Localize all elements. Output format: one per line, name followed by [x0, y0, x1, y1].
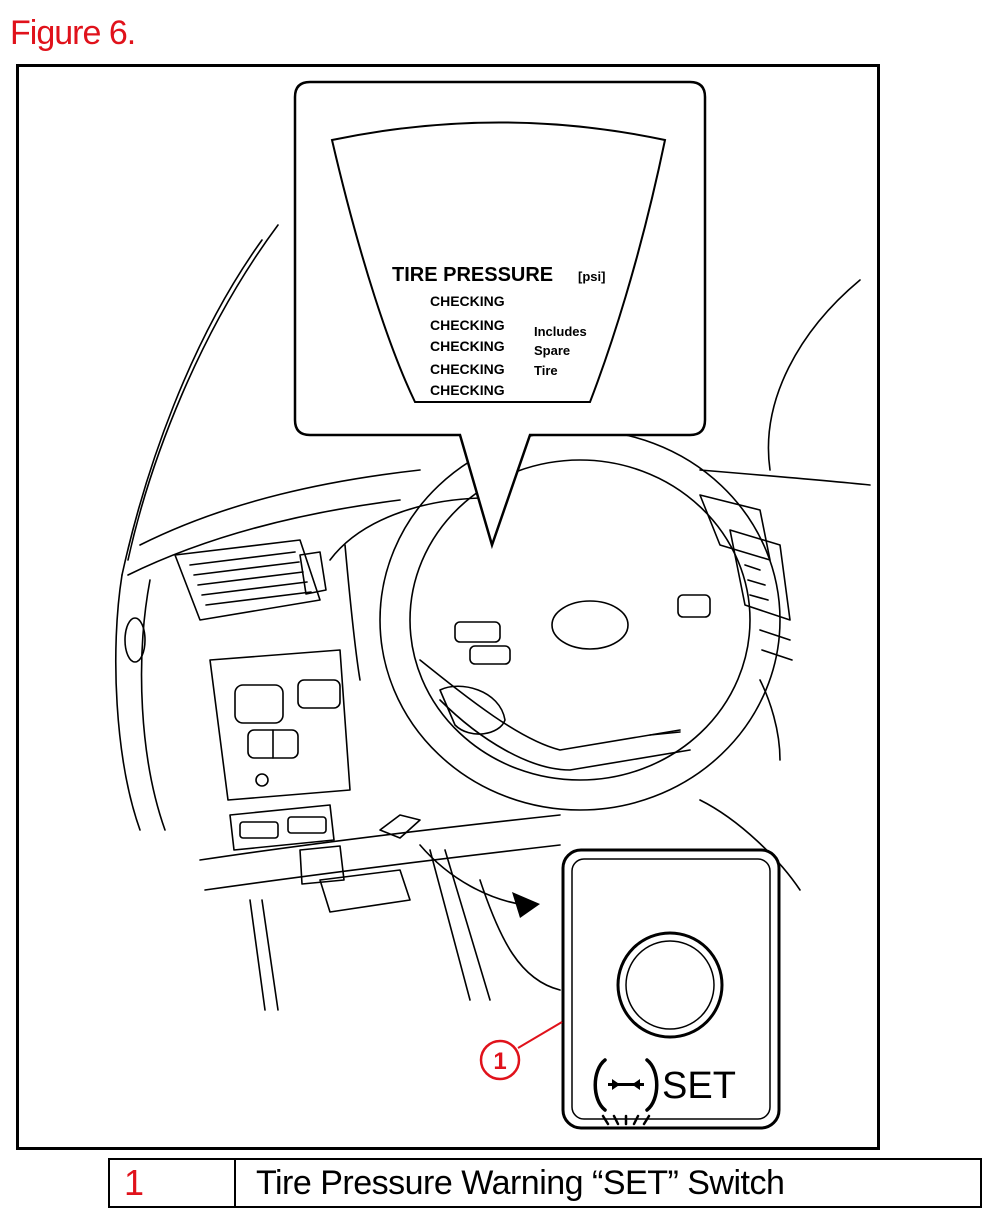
- dash-top: [139, 469, 421, 546]
- knee-panel: [299, 845, 345, 885]
- display-note: Spare: [534, 343, 570, 358]
- display-unit: [psi]: [578, 269, 605, 284]
- center-stack: [209, 649, 351, 801]
- figure-title: Figure 6.: [10, 14, 136, 52]
- lower-panel: [229, 804, 335, 851]
- a-pillar-line: [127, 224, 279, 561]
- cluster-hood: [329, 497, 481, 561]
- callout-leader: [517, 1021, 563, 1049]
- left-vent: [174, 539, 321, 621]
- dash-top: [127, 499, 401, 576]
- legend-table: 1 Tire Pressure Warning “SET” Switch: [108, 1158, 982, 1208]
- dash-top: [699, 469, 871, 486]
- lower-dash: [204, 844, 561, 891]
- display-screen: [330, 121, 667, 403]
- a-pillar-line: [121, 239, 263, 576]
- pointer-arrow-line: [419, 844, 526, 906]
- legend-description: Tire Pressure Warning “SET” Switch: [256, 1164, 785, 1202]
- display-note: Includes: [534, 324, 587, 339]
- callout-number-circle: [479, 1039, 521, 1081]
- pedal: [319, 869, 411, 913]
- hood-release: [379, 814, 421, 839]
- display-row: CHECKING: [430, 382, 505, 398]
- side-panel: [140, 579, 166, 831]
- display-row: CHECKING: [430, 293, 505, 309]
- lower-dash: [199, 814, 561, 861]
- callout-number: 1: [493, 1048, 506, 1075]
- left-vent-knob: [299, 551, 327, 595]
- wheel-spoke: [439, 699, 691, 771]
- steering-wheel-outer: [379, 429, 781, 811]
- display-row: CHECKING: [430, 317, 505, 333]
- set-switch-button: [616, 931, 724, 1039]
- tire-pressure-icon: [593, 1058, 659, 1126]
- wheel-hub: [439, 685, 506, 735]
- display-note: Tire: [534, 363, 558, 378]
- horn-pad: [551, 600, 629, 650]
- display-heading: TIRE PRESSURE: [392, 264, 553, 286]
- set-switch-label: SET: [662, 1065, 736, 1107]
- right-vent: [699, 494, 771, 561]
- windshield-line: [767, 279, 861, 471]
- wheel-spoke: [419, 659, 681, 751]
- pointer-arrow-head: [512, 892, 540, 918]
- steering-wheel-inner: [409, 459, 751, 781]
- tire-pressure-arrows-icon: [608, 1079, 644, 1090]
- display-row: CHECKING: [430, 361, 505, 377]
- figure-frame: [16, 64, 880, 1150]
- display-row: CHECKING: [430, 338, 505, 354]
- side-vent: [124, 617, 146, 663]
- legend-number: 1: [110, 1160, 236, 1206]
- side-panel: [114, 574, 141, 831]
